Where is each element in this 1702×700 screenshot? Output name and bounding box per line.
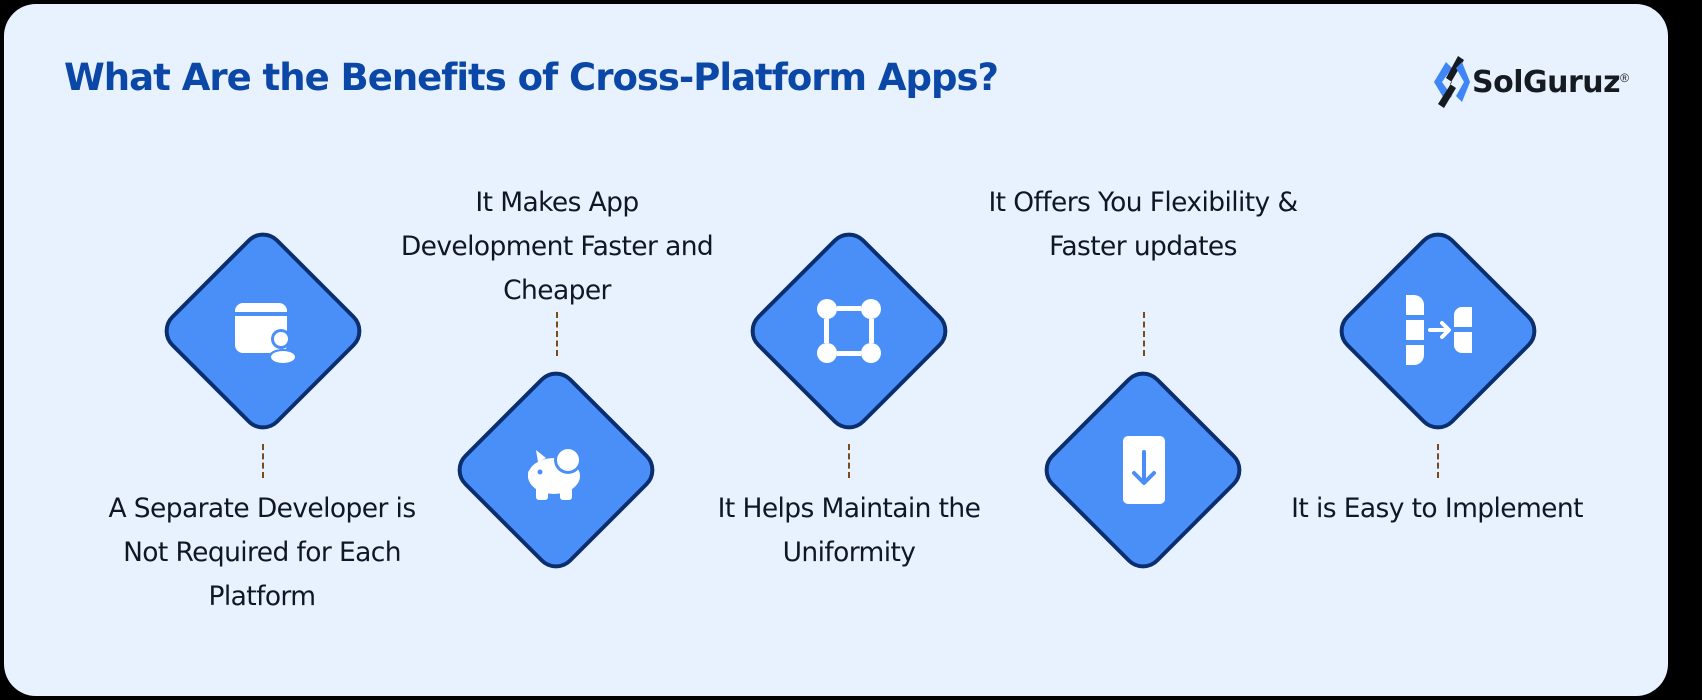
connector-line-3 [848,444,850,478]
page-title: What Are the Benefits of Cross-Platform … [64,56,999,99]
benefit-label-3: It Helps Maintain the Uniformity [717,493,981,568]
benefit-label-5: It is Easy to Implement [1291,493,1583,524]
connector-line-5 [1437,444,1439,478]
benefit-label-4: It Offers You Flexibility & Faster updat… [988,187,1298,262]
mobile-download-icon [1103,430,1183,510]
solguruz-logo-icon [1434,56,1470,108]
connected-nodes-square-icon [809,291,889,371]
piggy-bank-icon [516,430,596,510]
benefit-label-2: It Makes App Development Faster and Chea… [400,187,714,306]
benefit-label-1: A Separate Developer is Not Required for… [108,493,416,612]
calendar-user-icon [223,291,303,371]
brand-logo: SolGuruz ® [1432,52,1629,112]
brand-name: SolGuruz [1472,64,1621,100]
migrate-blocks-icon [1398,291,1478,371]
connector-line-2 [556,312,558,356]
connector-line-4 [1143,312,1145,356]
registered-mark: ® [1620,71,1629,85]
connector-line-1 [262,444,264,478]
